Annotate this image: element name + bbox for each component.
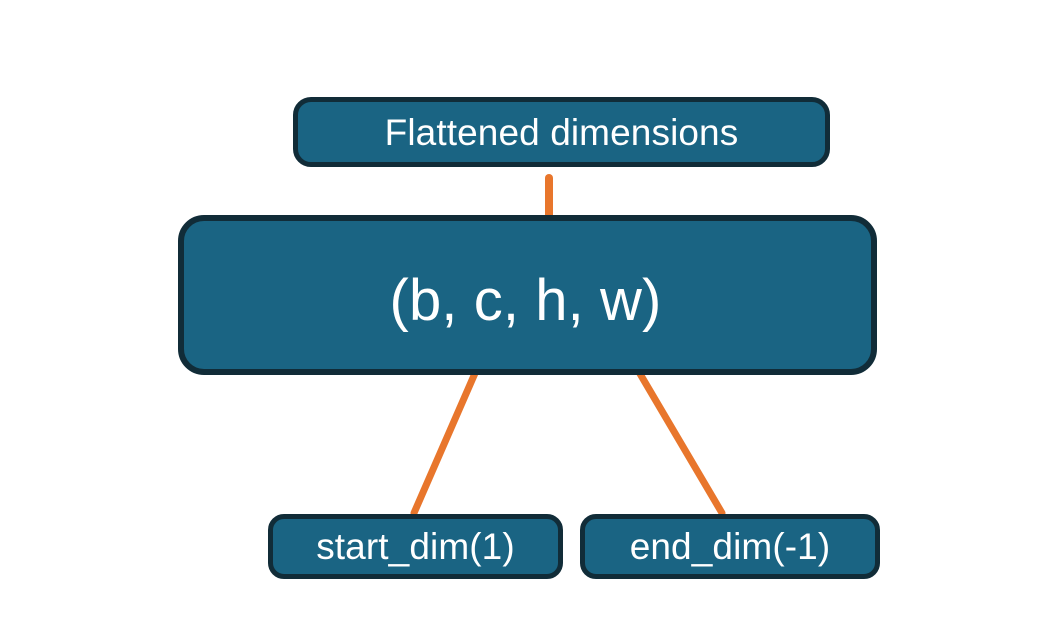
tensor-shape-label: (b, c, h, w)	[389, 268, 662, 333]
flattened-dimensions-box[interactable]: Flattened dimensions	[293, 97, 830, 167]
start-dim-label: start_dim(1)	[316, 526, 515, 567]
start-dim-box[interactable]: start_dim(1)	[268, 514, 563, 579]
end-dim-box[interactable]: end_dim(-1)	[580, 514, 880, 579]
end-dim-label: end_dim(-1)	[629, 526, 831, 567]
tensor-shape-box[interactable]: (b, c, h, w)	[178, 215, 877, 375]
flattened-dimensions-label: Flattened dimensions	[384, 111, 739, 153]
